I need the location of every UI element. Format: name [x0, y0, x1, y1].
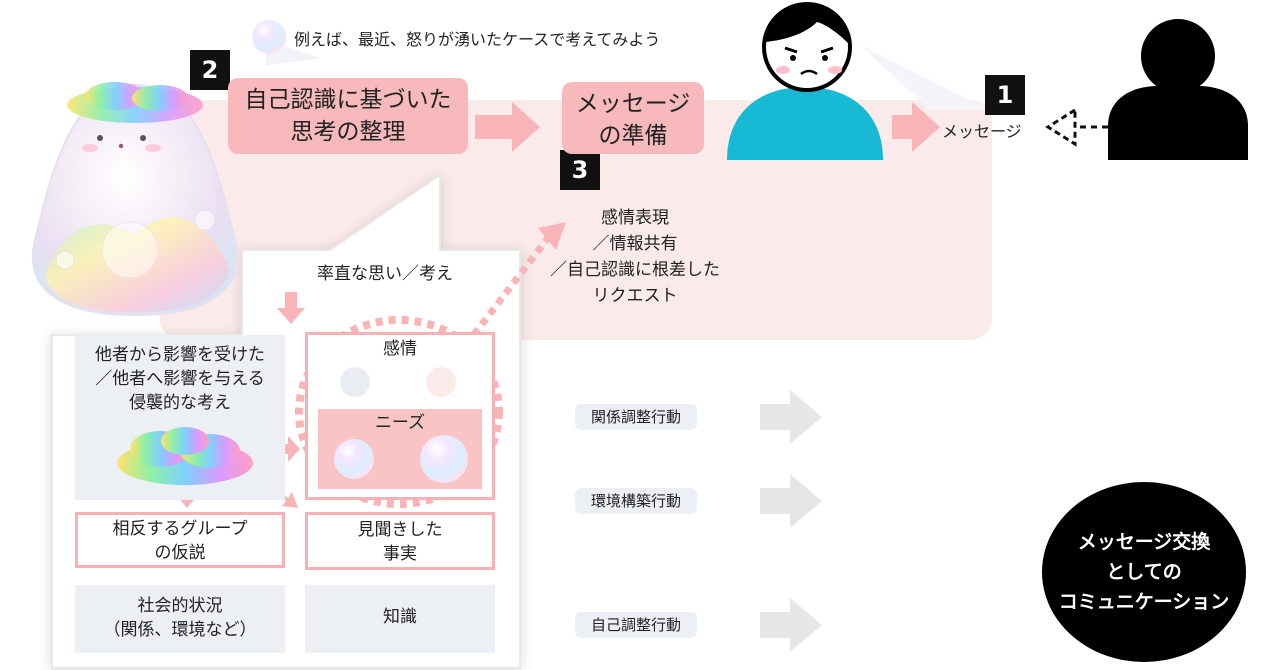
knowledge-box: 知識: [305, 585, 495, 653]
prepare-message-pill: メッセージ の準備: [562, 82, 704, 154]
influence-box: 他者から影響を受けた ／他者へ影響を与える 侵襲的な考え: [75, 335, 285, 500]
arrow-relation-action: [760, 390, 822, 444]
intro-text: 例えば、最近、怒りが湧いたケースで考えてみよう: [294, 30, 661, 49]
needs-bubble-right-icon: [420, 435, 468, 483]
facts-text: 見聞きした 事実: [357, 520, 443, 564]
knowledge-text: 知識: [383, 607, 417, 627]
arrow-prepare-to-message: [892, 102, 940, 152]
arrow-self-action: [760, 598, 822, 652]
social-context-text: 社会的状況 （関係、環境など）: [103, 596, 257, 640]
dotted-connector: [463, 235, 551, 348]
social-context-box: 社会的状況 （関係、環境など）: [75, 585, 285, 653]
mascot-character: [20, 70, 250, 320]
sender-person-icon: [1108, 18, 1248, 160]
opposing-group-box: 相反するグループ の仮説: [75, 512, 285, 568]
self-action-tag: 自己調整行動: [575, 612, 697, 638]
emotion-needs-box: 感情 ニーズ: [305, 332, 495, 500]
organize-thoughts-pill: 自己認識に基づいた 思考の整理: [228, 78, 468, 154]
dashed-arrowhead: [1045, 107, 1077, 147]
frank-thoughts-label: 率直な思い／考え: [317, 264, 453, 284]
environment-action-tag: 環境構築行動: [575, 488, 697, 514]
expression-text: 感情表現 ／情報共有 ／自己認識に根差した リクエスト: [550, 208, 720, 306]
arrow-environment-action: [760, 474, 822, 528]
listener-person-icon: [725, 2, 885, 162]
needs-bubble-left-icon: [334, 439, 374, 479]
communication-summary-circle: メッセージ交換 としての コミュニケーション: [1042, 482, 1246, 662]
rainbow-cloud-icon: [117, 427, 253, 485]
emotion-label: 感情: [383, 339, 417, 359]
beam-shape: [860, 45, 990, 110]
message-label: メッセージ: [942, 122, 1022, 141]
relation-action-tag: 関係調整行動: [575, 404, 697, 430]
needs-box: ニーズ: [318, 409, 482, 489]
step-3-badge: 3: [560, 150, 600, 190]
influence-text: 他者から影響を受けた ／他者へ影響を与える 侵襲的な考え: [95, 345, 265, 413]
step-1-badge: 1: [985, 75, 1025, 115]
arrow-organize-to-prepare: [475, 102, 540, 152]
needs-label: ニーズ: [374, 413, 426, 433]
facts-box: 見聞きした 事実: [305, 512, 495, 570]
dotted-focus-ring: [295, 316, 503, 508]
dotted-connector-head: [538, 222, 566, 250]
step-2-badge: 2: [190, 50, 230, 90]
emotion-circle-right: [426, 367, 456, 397]
summary-text: メッセージ交換 としての コミュニケーション: [1058, 531, 1230, 613]
opposing-group-text: 相反するグループ の仮説: [112, 519, 248, 563]
emotion-circle-left: [340, 367, 370, 397]
arrow-down-frank: [277, 292, 305, 324]
bubble-icon: [252, 20, 286, 54]
